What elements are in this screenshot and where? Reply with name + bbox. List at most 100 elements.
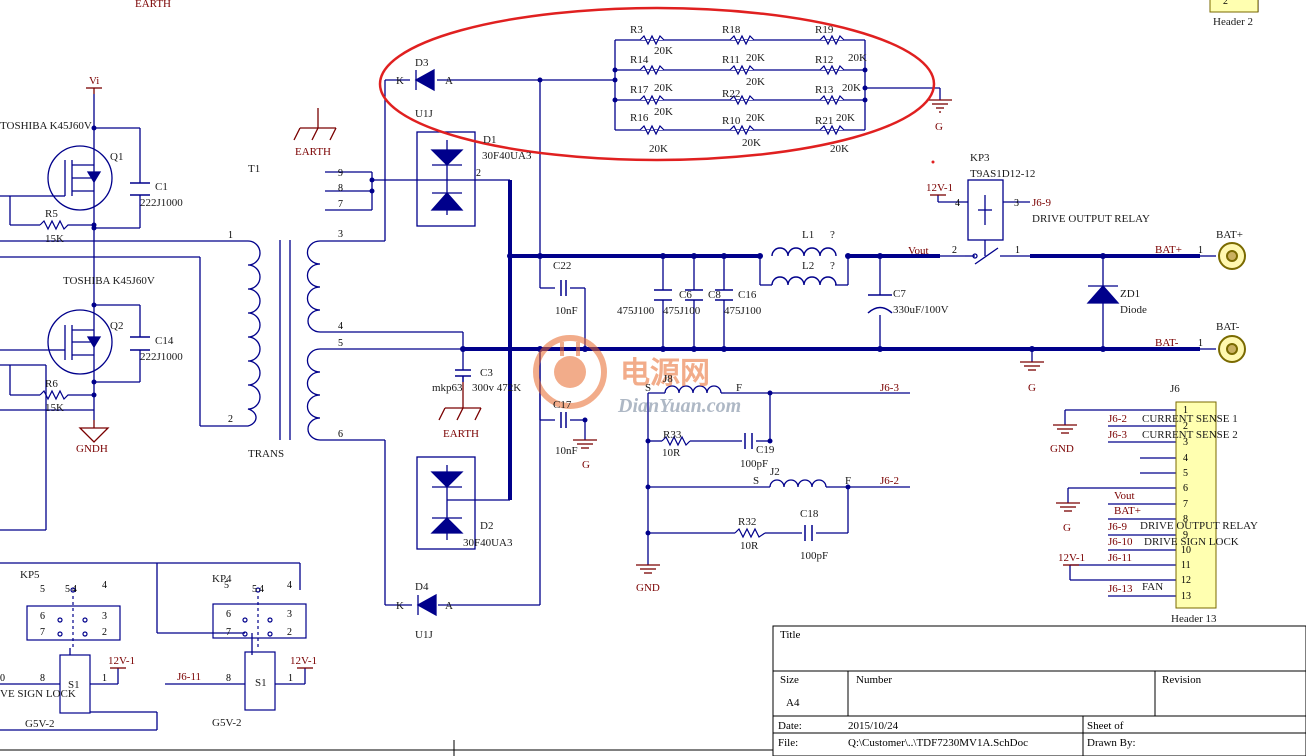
c6-label: C6: [679, 289, 692, 301]
wires: [0, 0, 1259, 731]
gndh-label: GNDH: [76, 443, 108, 455]
c22-label: C22: [553, 260, 571, 272]
capacitor-c1: [130, 182, 150, 196]
size-value: A4: [786, 697, 800, 709]
j8-label: J8: [663, 373, 673, 385]
c3-type: mkp63: [432, 382, 463, 394]
kp4-pin-7: 7: [226, 627, 231, 638]
r3-label: R3: [630, 24, 643, 36]
j2-label: J2: [770, 466, 780, 478]
watermark-logo: [533, 335, 607, 409]
capacitor-c7: [867, 294, 893, 314]
j8-s: S: [645, 382, 651, 394]
r6-label: R6: [45, 378, 58, 390]
ground-symbol-j6-a: [1053, 424, 1077, 434]
j6-pin: 2: [1183, 421, 1188, 432]
file-label: File:: [778, 737, 798, 749]
r5-value: 15K: [45, 233, 64, 245]
r16-value: 20K: [649, 143, 668, 155]
zener-zd1: [1086, 285, 1120, 304]
j6-pin: 6: [1183, 483, 1188, 494]
j6-pin: 12: [1181, 575, 1191, 586]
kp5-pin-1: 1: [102, 673, 107, 684]
kp3-12v-label: 12V-1: [926, 182, 953, 194]
kp4-pin-4: 4: [287, 580, 292, 591]
j6-pin: 10: [1181, 545, 1191, 556]
relay-kp5: [26, 587, 121, 714]
j6-net-3: J6-3: [1108, 429, 1127, 441]
r11-value: 20K: [746, 76, 765, 88]
batn-pin: 1: [1198, 338, 1203, 349]
kp4-coil: S1: [255, 677, 267, 689]
r19-label: R19: [815, 24, 834, 36]
j6-net-13: J6-13: [1108, 583, 1133, 595]
r22-value: 20K: [746, 112, 765, 124]
kp3-net-j69: J6-9: [1032, 197, 1051, 209]
j6-pin: 9: [1183, 530, 1188, 541]
bat-minus-terminal: [1218, 335, 1246, 363]
kp5-pin-0: 0: [0, 673, 5, 684]
kp4-pin-5: 5: [224, 580, 229, 591]
resistor-network: [639, 34, 845, 136]
stray-dot: [931, 160, 935, 164]
ground-symbol-mid: [1020, 361, 1044, 371]
header2-body: [1209, 0, 1259, 13]
c1-value: 222J1000: [140, 197, 183, 209]
r21-label: R21: [815, 115, 833, 127]
j6-pin: 11: [1181, 560, 1191, 571]
title-block: [0, 625, 1306, 756]
tosh2-label: TOSHIBA K45J60V: [63, 275, 155, 287]
kp4-pin-3: 3: [287, 609, 292, 620]
j6-pin: 8: [1183, 514, 1188, 525]
r17-value: 20K: [654, 106, 673, 118]
bat-plus-terminal: [1218, 242, 1246, 270]
gndh-symbol: [78, 420, 110, 443]
current-sense-j8: [664, 385, 725, 394]
number-label: Number: [856, 674, 892, 686]
diode-d3: [414, 68, 435, 92]
date-value: 2015/10/24: [848, 720, 899, 732]
t1-label: T1: [248, 163, 260, 175]
trans-label: TRANS: [248, 448, 284, 460]
kp4-pin-4b: 4: [259, 584, 264, 595]
relay-kp3: [965, 179, 1004, 265]
r3-value: 20K: [654, 45, 673, 57]
l2-value: ?: [830, 260, 835, 272]
j6-header-label: Header 13: [1171, 613, 1217, 625]
ground-symbol-j8: [636, 564, 660, 574]
batn-label: BAT-: [1216, 321, 1240, 333]
d1-pin: 2: [476, 168, 481, 179]
r33-label: R33: [663, 429, 682, 441]
vi-symbol: [86, 87, 102, 94]
kp3-value: T9AS1D12-12: [970, 168, 1035, 180]
kp5-pin-5: 5: [40, 584, 45, 595]
c14-value: 222J1000: [140, 351, 183, 363]
c17-value: 10nF: [555, 445, 578, 457]
kp4-pin-6: 6: [226, 609, 231, 620]
d4-value: U1J: [415, 629, 433, 641]
q1-label: Q1: [110, 151, 123, 163]
batp-pin: 1: [1198, 245, 1203, 256]
t-pin-1: 1: [228, 230, 233, 241]
sheet-label: Sheet of: [1087, 720, 1124, 732]
batn-net-label: BAT-: [1155, 337, 1179, 349]
drawn-by-label: Drawn By:: [1087, 737, 1136, 749]
resistor-r33-r32: [661, 435, 766, 539]
r12-label: R12: [815, 54, 833, 66]
tosh1-label: TOSHIBA K45J60V: [0, 120, 92, 132]
c7-value: 330uF/100V: [893, 304, 949, 316]
diode-d1: [430, 149, 464, 211]
highlight-ellipse: [378, 6, 936, 162]
current-sense-1-label: CURRENT SENSE 1: [1142, 413, 1238, 425]
t-pin-3: 3: [338, 229, 343, 240]
capacitor-c22: [560, 280, 567, 296]
r14-label: R14: [630, 54, 649, 66]
mosfet-q2: [47, 309, 113, 375]
j2-f: F: [845, 475, 851, 487]
r18-label: R18: [722, 24, 741, 36]
t-pin-5: 5: [338, 338, 343, 349]
d3-a: A: [445, 75, 453, 87]
d3-label: D3: [415, 57, 429, 69]
vi-label: Vi: [89, 75, 99, 87]
